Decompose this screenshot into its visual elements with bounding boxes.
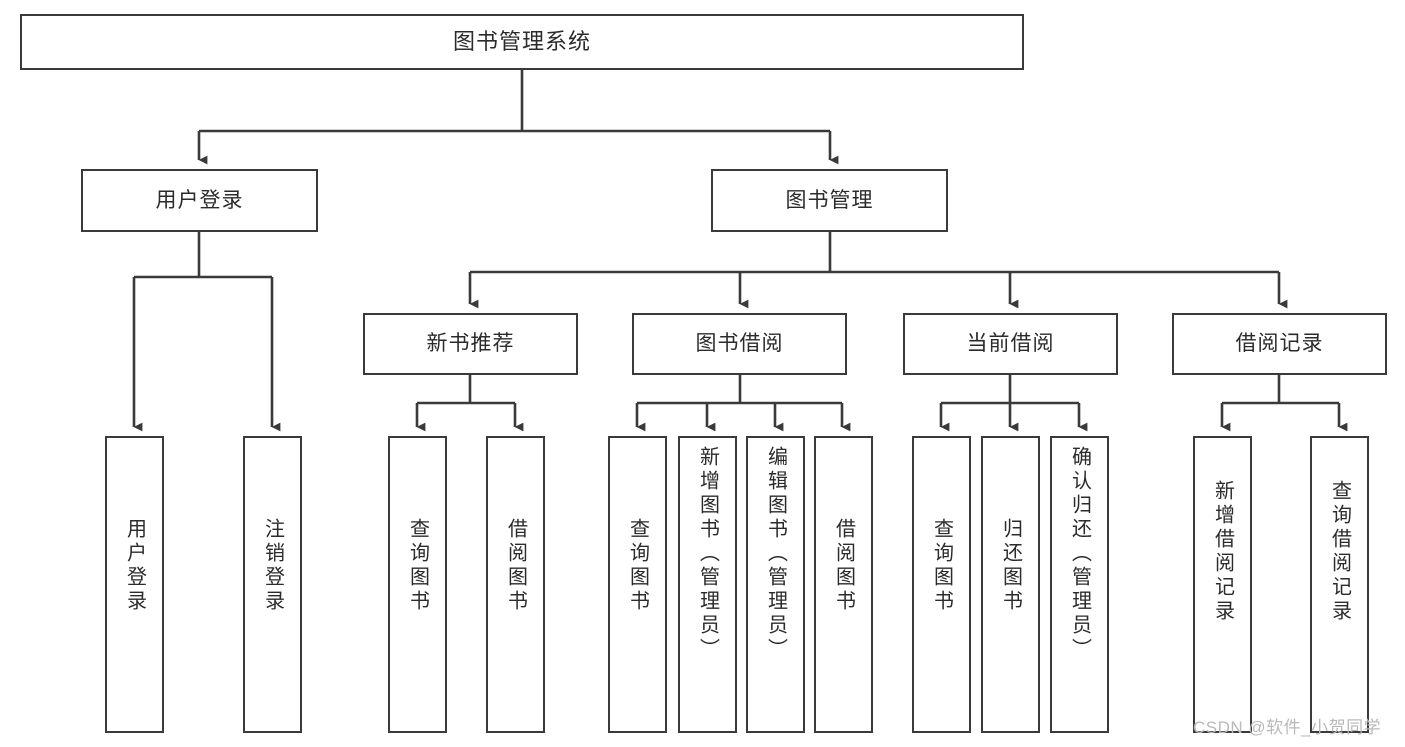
- leaf-query-book-current[interactable]: 查询图书: [912, 436, 971, 733]
- node-label: 查询图书: [930, 518, 953, 614]
- leaf-borrow-book[interactable]: 借阅图书: [814, 436, 873, 733]
- leaf-query-book-borrow[interactable]: 查询图书: [608, 436, 667, 733]
- leaf-logout[interactable]: 注销登录: [243, 436, 302, 733]
- leaf-borrow-book-recommend[interactable]: 借阅图书: [486, 436, 545, 733]
- node-label: 图书管理: [785, 188, 874, 212]
- node-label: 借阅记录: [1235, 332, 1324, 356]
- leaf-add-book-admin[interactable]: 新增图书（管理员）: [678, 436, 737, 733]
- node-label: 查询图书: [626, 518, 649, 614]
- node-label: 图书管理系统: [452, 28, 591, 54]
- node-label: 编辑图书（管理员）: [764, 446, 787, 662]
- leaf-confirm-return-admin[interactable]: 确认归还（管理员）: [1050, 436, 1109, 733]
- node-label: 图书借阅: [695, 332, 784, 356]
- node-label: 归还图书: [999, 518, 1022, 614]
- leaf-query-borrow-record[interactable]: 查询借阅记录: [1310, 436, 1369, 733]
- node-label: 查询借阅记录: [1328, 480, 1351, 624]
- node-label: 新书推荐: [426, 332, 515, 356]
- leaf-user-login[interactable]: 用户登录: [105, 436, 164, 733]
- node-label: 新增图书（管理员）: [696, 446, 719, 662]
- node-book-management[interactable]: 图书管理: [711, 169, 948, 232]
- node-book-borrow[interactable]: 图书借阅: [632, 313, 847, 375]
- leaf-query-book-recommend[interactable]: 查询图书: [388, 436, 447, 733]
- node-borrow-record[interactable]: 借阅记录: [1172, 313, 1387, 375]
- leaf-return-book[interactable]: 归还图书: [981, 436, 1040, 733]
- node-current-borrow[interactable]: 当前借阅: [903, 313, 1118, 375]
- node-label: 用户登录: [155, 188, 244, 212]
- node-new-book-recommend[interactable]: 新书推荐: [363, 313, 578, 375]
- leaf-edit-book-admin[interactable]: 编辑图书（管理员）: [746, 436, 805, 733]
- leaf-add-borrow-record[interactable]: 新增借阅记录: [1193, 436, 1252, 733]
- node-label: 确认归还（管理员）: [1068, 446, 1091, 662]
- node-label: 新增借阅记录: [1211, 480, 1234, 624]
- node-label: 查询图书: [406, 518, 429, 614]
- node-root-system[interactable]: 图书管理系统: [20, 14, 1024, 70]
- node-label: 当前借阅: [966, 332, 1055, 356]
- node-label: 借阅图书: [832, 518, 855, 614]
- node-label: 借阅图书: [504, 518, 527, 614]
- node-label: 注销登录: [261, 518, 284, 614]
- node-label: 用户登录: [123, 518, 146, 614]
- csdn-watermark: CSDN @软件_小贺同学: [1193, 718, 1382, 737]
- node-user-login[interactable]: 用户登录: [81, 169, 318, 232]
